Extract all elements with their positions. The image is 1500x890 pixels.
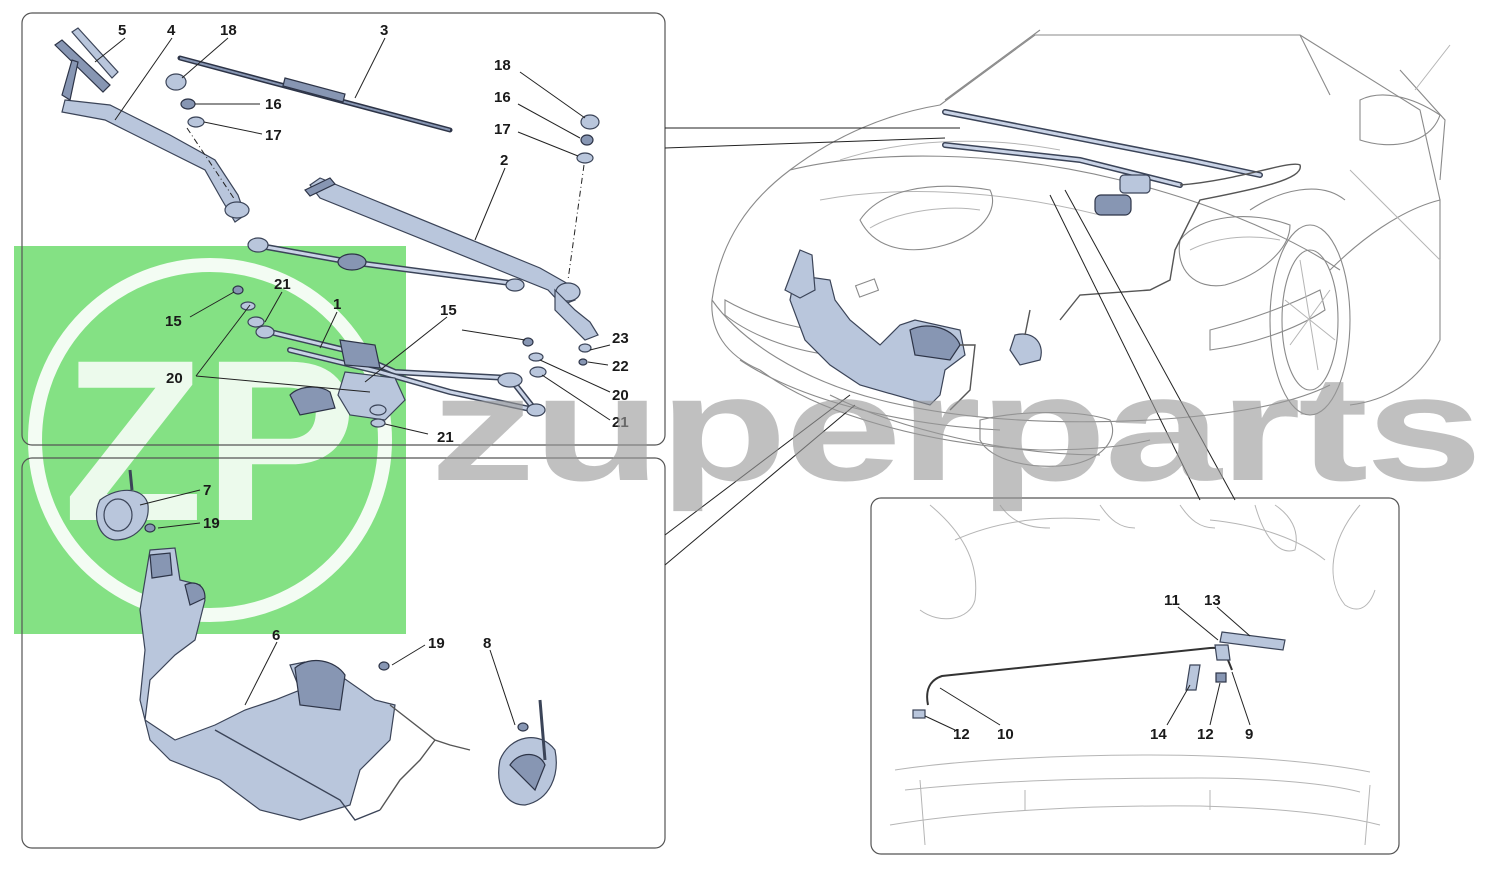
callout-18: 18 <box>220 22 237 39</box>
callout-19: 19 <box>428 635 445 652</box>
bonnet-underside-illustration <box>889 504 1381 846</box>
callout-16: 16 <box>494 89 511 106</box>
callout-21: 21 <box>274 276 291 293</box>
callout-4: 4 <box>167 22 176 39</box>
callout-20: 20 <box>612 387 629 404</box>
callout-8: 8 <box>483 635 491 652</box>
callout-10: 10 <box>997 726 1014 743</box>
callout-19: 19 <box>203 515 220 532</box>
callout-18: 18 <box>494 57 511 74</box>
bonnet-hose-parts <box>912 631 1286 719</box>
callout-17: 17 <box>265 127 282 144</box>
washer-callouts: 7 19 6 19 8 <box>203 482 491 652</box>
car-illustration <box>711 29 1451 467</box>
car-wiper-system <box>784 109 1301 411</box>
callout-6: 6 <box>272 627 280 644</box>
callout-11: 11 <box>1164 592 1180 609</box>
wiper-parts <box>54 27 600 428</box>
callout-3: 3 <box>380 22 388 39</box>
bonnet-callouts: 11 13 12 10 14 12 9 <box>953 592 1253 743</box>
callout-21: 21 <box>437 429 454 446</box>
callout-7: 7 <box>203 482 211 499</box>
washer-leader-lines <box>139 489 516 726</box>
callout-15: 15 <box>165 313 182 330</box>
callout-17: 17 <box>494 121 511 138</box>
watermark-logo: ZP <box>14 246 406 634</box>
wiper-panel-frame <box>21 12 666 446</box>
callout-15: 15 <box>440 302 457 319</box>
washer-panel-frame <box>21 457 666 849</box>
callout-20: 20 <box>166 370 183 387</box>
callout-5: 5 <box>118 22 126 39</box>
callout-21: 21 <box>612 414 629 431</box>
bonnet-leader-lines <box>924 606 1251 731</box>
washer-parts <box>95 469 557 821</box>
callout-16: 16 <box>265 96 282 113</box>
callout-9: 9 <box>1245 726 1253 743</box>
callout-14: 14 <box>1150 726 1167 743</box>
wiper-callouts: 5 4 18 3 16 17 2 18 16 17 21 1 15 15 23 … <box>118 22 629 446</box>
callout-1: 1 <box>333 296 341 313</box>
watermark-brand-text: zuperparts <box>430 344 1480 512</box>
wiper-leader-lines <box>94 37 611 435</box>
callout-2: 2 <box>500 152 508 169</box>
callout-22: 22 <box>612 358 629 375</box>
callout-12: 12 <box>953 726 970 743</box>
callout-13: 13 <box>1204 592 1221 609</box>
callout-12: 12 <box>1197 726 1214 743</box>
callout-23: 23 <box>612 330 629 347</box>
panel-connector-lines <box>664 127 1236 566</box>
bonnet-panel-frame <box>870 497 1400 855</box>
